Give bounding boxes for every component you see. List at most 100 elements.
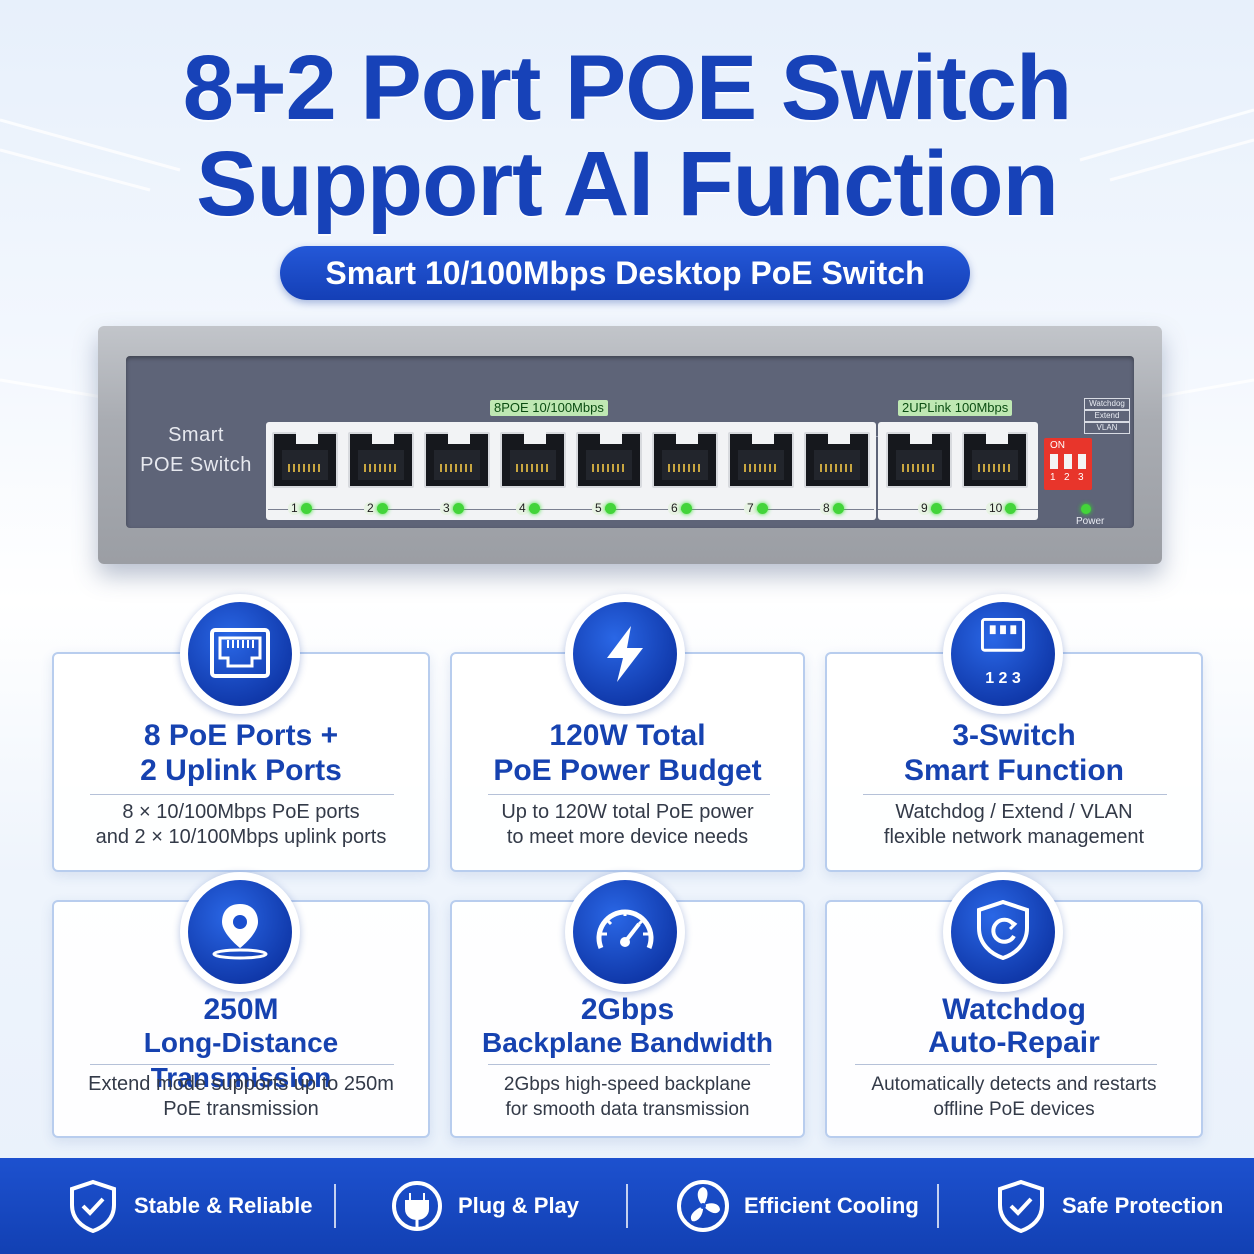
front-label-line-2: POE Switch (140, 454, 252, 476)
feature-desc-line-2: and 2 × 10/100Mbps uplink ports (95, 826, 387, 848)
bottom-feature-bar: Stable & Reliable Plug & Play Efficient … (0, 1158, 1254, 1254)
poe-port-group (266, 422, 876, 520)
dip-key-2[interactable] (1064, 454, 1072, 469)
dip-function-extend: Extend (1084, 410, 1130, 422)
feature-title-line-1: 8 PoE Ports + (143, 719, 339, 752)
feature-title-line-2: Backplane Bandwidth (482, 1027, 773, 1058)
bar-item-plug: Plug & Play (390, 1158, 579, 1254)
subtitle-pill: Smart 10/100Mbps Desktop PoE Switch (280, 246, 970, 300)
feature-desc-line-1: 8 × 10/100Mbps PoE ports (122, 801, 360, 823)
port-number: 3 (440, 502, 453, 515)
port-led (605, 503, 616, 514)
ethernet-port-6[interactable] (652, 432, 718, 488)
bar-separator (334, 1184, 336, 1228)
bar-separator (626, 1184, 628, 1228)
dip-number: 1 (1050, 472, 1056, 483)
feature-desc-line-1: Up to 120W total PoE power (501, 801, 754, 823)
port-number: 7 (744, 502, 757, 515)
bar-item-label: Efficient Cooling (744, 1193, 919, 1218)
dip-on-label: ON (1050, 440, 1065, 451)
dip-function-watchdog: Watchdog (1084, 398, 1130, 410)
ethernet-port-2[interactable] (348, 432, 414, 488)
shield-refresh-icon (943, 872, 1063, 992)
dip-number: 2 (1064, 472, 1070, 483)
port-led (833, 503, 844, 514)
dip-switch[interactable]: ON 1 2 3 (1044, 438, 1092, 490)
port-number: 1 (288, 502, 301, 515)
port-led (377, 503, 388, 514)
headline-line-2: Support AI Function (196, 133, 1059, 235)
ethernet-port-7[interactable] (728, 432, 794, 488)
ethernet-port-9[interactable] (886, 432, 952, 488)
dip-icon-numbers: 1 2 3 (985, 670, 1021, 687)
feature-desc-line-1: 2Gbps high-speed backplane (503, 1074, 752, 1095)
feature-divider (488, 794, 770, 795)
ethernet-port-10[interactable] (962, 432, 1028, 488)
feature-title-line-1: 250M (203, 993, 279, 1026)
ethernet-port-1[interactable] (272, 432, 338, 488)
bar-item-stable: Stable & Reliable (66, 1158, 313, 1254)
dip-switch-icon: 1 2 3 (943, 594, 1063, 714)
ethernet-port-4[interactable] (500, 432, 566, 488)
feature-title-line-1: 3-Switch (952, 719, 1076, 752)
power-label: Power (1076, 516, 1105, 527)
port-led (301, 503, 312, 514)
dip-number: 3 (1078, 472, 1084, 483)
feature-divider (90, 1064, 394, 1065)
uplink-number-line (878, 509, 1038, 510)
bar-item-cooling: Efficient Cooling (676, 1158, 919, 1254)
feature-divider (863, 794, 1167, 795)
port-led (453, 503, 464, 514)
port-led (681, 503, 692, 514)
feature-divider (488, 1064, 770, 1065)
uplink-group-label: 2UPLink 100Mbps (898, 400, 1013, 416)
dip-function-vlan: VLAN (1084, 422, 1130, 434)
bar-item-label: Stable & Reliable (134, 1193, 313, 1218)
dip-key-3[interactable] (1078, 454, 1086, 469)
feature-title-line-2: Smart Function (903, 754, 1124, 787)
bar-item-label: Safe Protection (1062, 1193, 1224, 1218)
feature-desc-line-2: PoE transmission (163, 1098, 319, 1120)
feature-desc-line-2: offline PoE devices (933, 1099, 1095, 1120)
poe-switch-device: Smart POE Switch 8POE 10/100Mbps 2UPLink… (98, 326, 1162, 564)
fan-icon (677, 1180, 729, 1232)
plug-icon (392, 1181, 442, 1231)
feature-desc-line-1: Watchdog / Extend / VLAN (895, 801, 1133, 823)
lightning-bolt-icon (565, 594, 685, 714)
location-pin-icon (180, 872, 300, 992)
bar-item-protection: Safe Protection (994, 1158, 1223, 1254)
feature-title-line-2: 2 Uplink Ports (140, 754, 342, 787)
shield-check-icon (70, 1179, 116, 1233)
feature-title-line-2: Long-Distance Transmission (143, 1027, 339, 1093)
ethernet-port-3[interactable] (424, 432, 490, 488)
feature-divider (855, 1064, 1157, 1065)
port-number: 5 (592, 502, 605, 515)
ethernet-port-8[interactable] (804, 432, 870, 488)
port-number: 10 (986, 502, 1006, 515)
feature-desc-line-2: flexible network management (883, 826, 1145, 848)
feature-title-line-1: Watchdog (942, 993, 1086, 1026)
port-led (529, 503, 540, 514)
feature-title-line-2: Auto-Repair (928, 1026, 1100, 1059)
dip-key-1[interactable] (1050, 454, 1058, 469)
poe-group-label: 8POE 10/100Mbps (490, 400, 608, 416)
feature-desc-line-2: for smooth data transmission (505, 1099, 750, 1120)
front-label-line-1: Smart (168, 424, 224, 446)
uplink-port-group (878, 422, 1038, 520)
bar-separator (937, 1184, 939, 1228)
feature-card-poe-ports: 8 PoE Ports + 2 Uplink Ports 8 × 10/100M… (52, 652, 430, 872)
feature-divider (90, 794, 394, 795)
feature-title-line-1: 2Gbps (580, 993, 675, 1026)
shield-check-icon (998, 1179, 1044, 1233)
port-number: 4 (516, 502, 529, 515)
port-number: 6 (668, 502, 681, 515)
bar-item-label: Plug & Play (458, 1193, 580, 1218)
port-led (931, 503, 942, 514)
feature-desc-line-1: Automatically detects and restarts (871, 1074, 1157, 1095)
feature-desc-line-1: Extend mode supports up to 250m (88, 1073, 394, 1095)
ethernet-port-5[interactable] (576, 432, 642, 488)
headline-line-1: 8+2 Port POE Switch (182, 37, 1073, 139)
front-label: Smart POE Switch (136, 420, 256, 480)
feature-title-line-2: PoE Power Budget (493, 754, 762, 787)
port-number: 9 (918, 502, 931, 515)
